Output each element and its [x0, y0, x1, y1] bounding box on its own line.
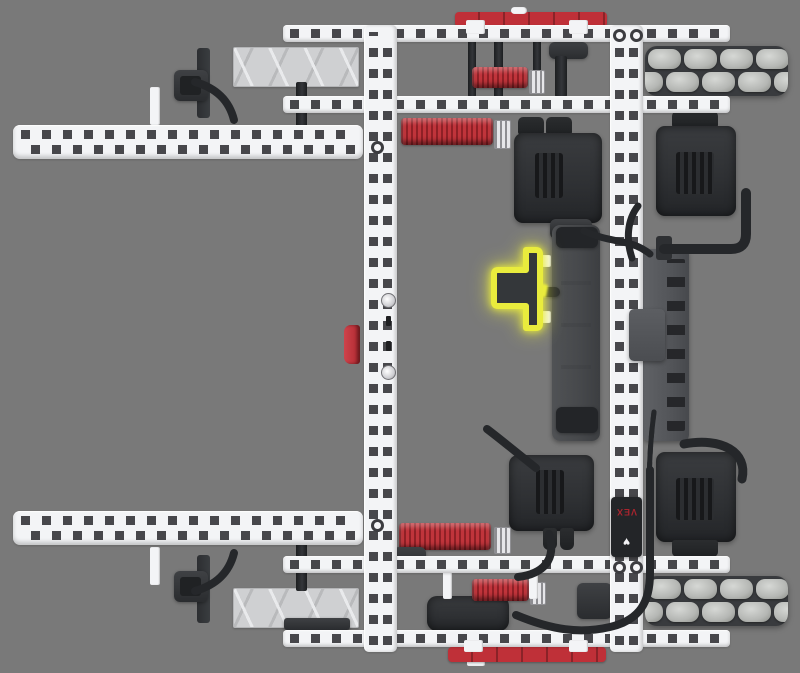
- wheel-roller: [645, 72, 663, 92]
- motor-bottom-lower: [427, 596, 509, 631]
- battery-clamp-bottom: [556, 407, 598, 433]
- wheel-roller: [702, 602, 735, 622]
- fork-beam-bottom: [13, 511, 363, 545]
- chassis-beam-upper: [283, 96, 730, 113]
- red-rail-bottom: [448, 647, 606, 662]
- axle-top-3: [533, 40, 541, 74]
- rail-clip: [569, 640, 588, 652]
- highlight-link: [540, 287, 560, 297]
- chassis-rail-left: [364, 25, 397, 652]
- wheel-roller: [774, 602, 788, 622]
- chassis-beam-lower: [283, 556, 730, 573]
- omni-wheel-bottom: [645, 576, 788, 626]
- gear-bottom-outer: [472, 579, 529, 601]
- wheel-roller: [720, 49, 753, 69]
- highlighted-part: [491, 247, 543, 331]
- ring-hole: [371, 141, 384, 154]
- rail-clip: [464, 640, 483, 652]
- vex-logo-text: VEX: [615, 506, 637, 517]
- fork-beam-top: [13, 125, 363, 159]
- wheel-roller: [738, 602, 771, 622]
- wheel-roller: [645, 602, 663, 622]
- pin-mark: [386, 316, 391, 326]
- ring-hole: [371, 519, 384, 532]
- gear-top-inner: [401, 118, 493, 145]
- motor-top-center-shaft-a: [518, 117, 544, 135]
- battery-clamp-top: [556, 227, 598, 248]
- motor-bottom-right-shaft: [672, 540, 718, 557]
- red-bumper: [344, 325, 360, 364]
- ring-hole: [613, 29, 626, 42]
- battery: [552, 225, 600, 441]
- rail-clip: [466, 20, 485, 34]
- wheel-roller: [684, 579, 717, 599]
- post-bottom-2: [529, 571, 538, 599]
- wheel-roller: [666, 602, 699, 622]
- screw-head: [381, 365, 396, 380]
- wheel-roller: [666, 72, 699, 92]
- pin-mark: [386, 341, 391, 351]
- vex-logo-plate: VEX ♥: [611, 497, 642, 557]
- standoff-post-top: [150, 87, 160, 125]
- radio-module: [629, 309, 665, 361]
- wheel-roller: [756, 49, 788, 69]
- rail-clip: [569, 20, 588, 34]
- motor-bottom-center-shaft-b: [560, 528, 574, 550]
- axle-top-4: [555, 56, 567, 97]
- hub-block-bottom: [577, 583, 612, 619]
- standoff-post-bottom: [150, 547, 160, 585]
- bumper-sensor-bottom-face: [180, 577, 201, 596]
- chassis-beam-top: [283, 25, 730, 42]
- ring-hole: [630, 561, 643, 574]
- wheel-roller: [648, 579, 681, 599]
- shaft-collar-1: [529, 70, 545, 94]
- screw-head: [381, 293, 396, 308]
- chassis-beam-bottom: [283, 630, 730, 647]
- truss-plate-top: [233, 47, 359, 87]
- motor-top-right-shaft: [672, 111, 718, 128]
- wheel-roller: [756, 579, 788, 599]
- wheel-roller: [738, 72, 771, 92]
- post-bottom-1: [443, 571, 452, 599]
- wheel-roller: [684, 49, 717, 69]
- shaft-collar-2: [494, 120, 511, 149]
- gearbox-block-top: [549, 42, 588, 59]
- motor-top-center-vents: [535, 153, 563, 198]
- motor-top-right-vents: [676, 152, 714, 194]
- truss-plate-bottom: [233, 588, 359, 628]
- gear-top-outer: [472, 67, 528, 88]
- motor-bottom-center-vents: [536, 470, 564, 514]
- bracket-shadow-bottom-left: [284, 618, 350, 630]
- ring-hole: [630, 29, 643, 42]
- vex-logo-icon: ♥: [622, 534, 631, 549]
- rail-cap: [511, 7, 527, 14]
- wheel-roller: [648, 49, 681, 69]
- omni-wheel-top: [645, 46, 788, 96]
- ring-hole: [613, 561, 626, 574]
- gear-bottom-inner: [399, 523, 491, 550]
- wheel-roller: [774, 72, 788, 92]
- shaft-collar-3: [494, 527, 511, 554]
- wheel-roller: [720, 579, 753, 599]
- motor-bottom-center-shaft-a: [543, 528, 557, 550]
- wheel-roller: [702, 72, 735, 92]
- bumper-sensor-top-face: [180, 76, 201, 95]
- motor-bottom-right-vents: [676, 478, 714, 520]
- motor-top-center-shaft-b: [546, 117, 572, 135]
